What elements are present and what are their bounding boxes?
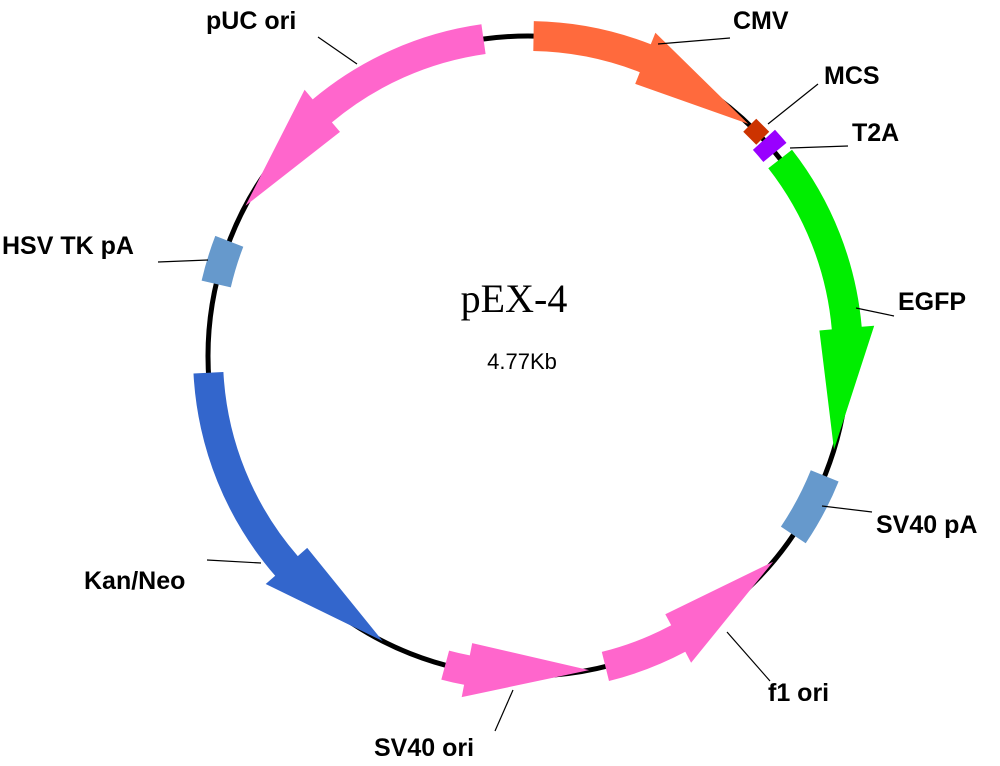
feature-layer [193,21,875,698]
feature-kanneo [193,372,383,642]
feature-label-f1ori: f1 ori [768,679,829,707]
leader-line-t2a [789,145,849,149]
feature-hsvtkpa [201,235,244,288]
feature-t2a [752,129,787,162]
feature-label-sv40ori: SV40 ori [374,734,474,762]
leader-line-sv40pa [821,505,873,513]
feature-label-hsvtkpa: HSV TK pA [2,232,134,260]
leader-line-kanneo [206,559,262,564]
leader-layer [157,36,895,732]
feature-mcs [743,118,770,145]
leader-line-hsvtkpa [157,259,209,263]
feature-f1ori [601,561,774,681]
leader-line-sv40ori [494,689,514,732]
plasmid-size: 4.77Kb [487,349,557,374]
feature-pucori [245,24,486,206]
feature-label-cmv: CMV [733,7,789,35]
leader-line-f1ori [726,631,771,682]
feature-label-pucori: pUC ori [206,7,296,35]
feature-label-sv40pa: SV40 pA [876,511,977,539]
feature-label-egfp: EGFP [898,288,966,316]
feature-label-t2a: T2A [852,119,899,147]
leader-line-egfp [855,307,895,317]
feature-cmv [533,21,749,124]
feature-label-kanneo: Kan/Neo [84,567,185,595]
feature-sv40pa [780,470,839,544]
feature-sv40ori [441,643,590,698]
feature-label-mcs: MCS [824,62,880,90]
leader-line-cmv [657,37,731,45]
leader-line-mcs [767,83,819,125]
feature-egfp [768,149,875,450]
plasmid-name: pEX-4 [461,276,568,321]
leader-line-pucori [317,36,358,65]
